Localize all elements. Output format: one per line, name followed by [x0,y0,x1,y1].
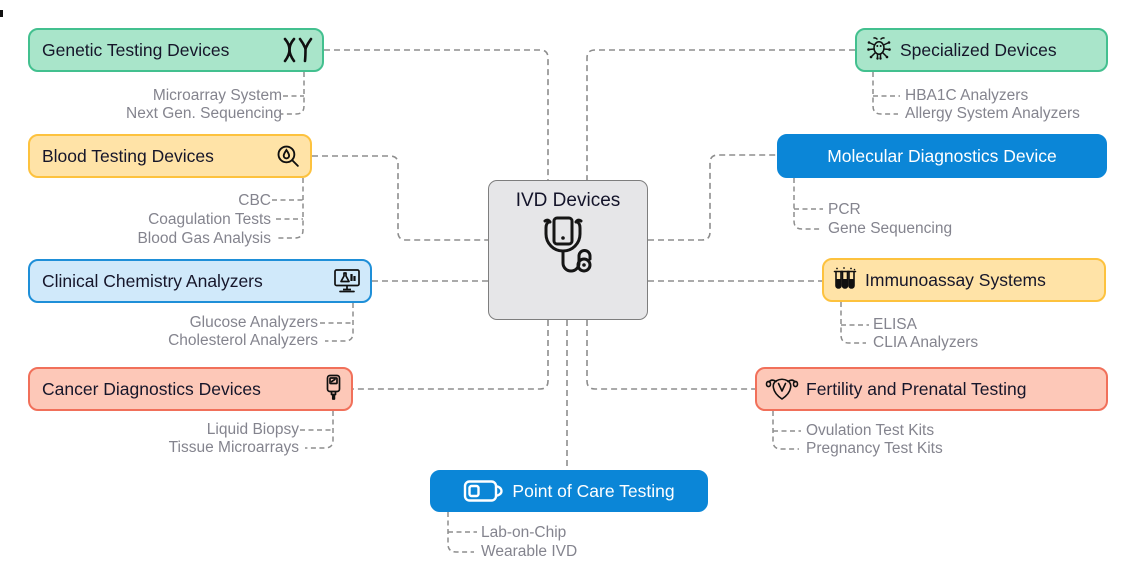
fertility-sub-items: Ovulation Test Kits Pregnancy Test Kits [806,422,943,458]
sub-item: CLIA Analyzers [873,334,979,351]
sub-item: PCR [828,201,861,218]
node-clinical-chemistry-analyzers: Clinical Chemistry Analyzers [28,259,372,303]
sub-item: Glucose Analyzers [189,314,318,331]
sub-item: Next Gen. Sequencing [126,105,282,122]
sub-item: HBA1C Analyzers [905,87,1029,104]
test-tubes-icon [833,267,857,289]
node-label: Point of Care Testing [512,480,675,501]
node-genetic-testing-devices: Genetic Testing Devices [28,28,324,72]
center-node-label: IVD Devices [515,190,621,211]
sub-item: Allergy System Analyzers [905,105,1080,122]
sub-item: Pregnancy Test Kits [806,440,943,457]
node-ivd-devices: IVD Devices [488,180,648,320]
sub-item: Wearable IVD [481,543,578,560]
node-molecular-diagnostics-device: Molecular Diagnostics Device [777,134,1107,178]
stethoscope-phone-icon [543,216,592,273]
glucose-meter-icon [326,374,341,400]
magnifier-blood-icon [277,145,299,167]
uterus-icon [765,378,799,400]
node-label: Specialized Devices [900,39,1057,60]
node-blood-testing-devices: Blood Testing Devices [28,134,312,178]
sub-item: Gene Sequencing [828,220,953,237]
sub-item: Lab-on-Chip [481,524,567,541]
molecular-sub-items: PCR Gene Sequencing [828,200,952,238]
node-label: Clinical Chemistry Analyzers [42,270,263,291]
specialized-sub-items: HBA1C Analyzers Allergy System Analyzers [905,87,1080,123]
node-fertility-prenatal-testing: Fertility and Prenatal Testing [755,367,1108,411]
immunoassay-sub-items: ELISA CLIA Analyzers [873,316,978,352]
node-point-of-care-testing: Point of Care Testing [430,470,708,512]
sub-item: ELISA [873,316,917,333]
node-label: Genetic Testing Devices [42,39,230,60]
clinical-sub-items: Glucose Analyzers Cholesterol Analyzers [0,314,318,350]
node-immunoassay-systems: Immunoassay Systems [822,258,1106,302]
sub-item: Liquid Biopsy [206,421,299,438]
blood-sub-items: CBC Coagulation Tests Blood Gas Analysis [0,191,271,248]
battery-device-icon [464,480,504,502]
genetic-sub-items: Microarray System Next Gen. Sequencing [0,87,282,123]
poc-sub-items: Lab-on-Chip Wearable IVD [481,523,577,561]
node-label: Blood Testing Devices [42,145,214,166]
node-label: Molecular Diagnostics Device [827,145,1057,166]
sub-item: Coagulation Tests [148,211,271,228]
sub-item: CBC [238,192,271,209]
sub-item: Microarray System [152,87,282,104]
sub-item: Cholesterol Analyzers [168,332,318,349]
sub-item: Ovulation Test Kits [806,422,935,439]
sub-item: Tissue Microarrays [168,439,299,456]
cancer-sub-items: Liquid Biopsy Tissue Microarrays [0,421,299,457]
node-label: Cancer Diagnostics Devices [42,378,261,399]
node-label: Fertility and Prenatal Testing [806,378,1027,399]
monitor-flask-icon [334,269,360,293]
sub-item: Blood Gas Analysis [137,230,271,247]
dust-mite-icon [867,37,891,60]
node-label: Immunoassay Systems [865,269,1046,290]
node-specialized-devices: Specialized Devices [855,28,1108,72]
chromosomes-icon [283,37,313,63]
edge-artifact [0,10,3,17]
node-cancer-diagnostics-devices: Cancer Diagnostics Devices [28,367,353,411]
